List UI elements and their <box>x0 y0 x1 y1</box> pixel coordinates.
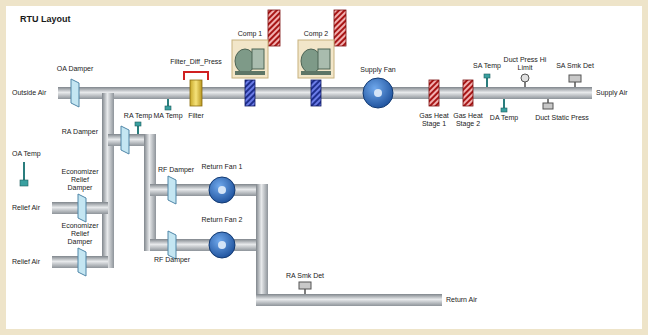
component-label: Relief Air <box>12 204 40 212</box>
component-label: RF Damper <box>154 256 190 264</box>
supply-duct <box>58 87 592 99</box>
condenser-coil <box>268 10 280 46</box>
background-panel <box>6 6 642 329</box>
component-label: Economizer Relief Damper <box>58 222 102 246</box>
sensors <box>24 77 504 180</box>
component-label: RA Damper <box>62 128 98 136</box>
component-label: Supply Air <box>596 89 628 97</box>
component-label: Gas Heat Stage 2 <box>452 112 484 128</box>
temp-sensor <box>503 99 505 109</box>
damper-symbol <box>168 176 176 204</box>
component-label: OA Temp <box>12 150 41 158</box>
fan-hub <box>218 241 226 249</box>
temp-sensor <box>137 125 139 134</box>
sensor-head <box>20 180 28 186</box>
heating-coil <box>463 80 473 106</box>
supply-fan-symbol <box>363 78 393 108</box>
sensor-head <box>501 108 507 112</box>
return-fan-symbol <box>209 177 235 203</box>
fan-hub <box>218 186 226 194</box>
fan-wheel <box>363 78 393 108</box>
component-label: Relief Air <box>12 258 40 266</box>
component-label: SA Temp <box>473 62 501 70</box>
component-label: Gas Heat Stage 1 <box>418 112 450 128</box>
pressure-switch <box>521 74 529 82</box>
sensor-head <box>484 74 490 78</box>
sensor-head <box>135 122 141 126</box>
damper-symbol <box>168 231 176 259</box>
cooling-coil <box>245 80 255 106</box>
compressor-housing <box>232 40 268 78</box>
filter-symbol <box>190 80 202 106</box>
temp-sensor <box>23 162 25 180</box>
pressure-bracket <box>184 72 208 80</box>
component-label: Duct Press Hi Limit <box>503 56 547 72</box>
detector-stem <box>574 82 576 87</box>
fan-hub <box>374 89 382 97</box>
compressor-head <box>252 49 264 69</box>
diagram-title: RTU Layout <box>20 14 71 24</box>
return-fan-symbol <box>209 232 235 258</box>
compressor-base <box>235 71 265 75</box>
component-label: Comp 2 <box>304 30 329 38</box>
smoke-detector <box>569 75 581 82</box>
compressor-housing <box>298 40 334 78</box>
component-label: Filter_Diff_Press <box>170 58 222 66</box>
damper-symbol <box>78 248 86 276</box>
relief-riser <box>102 93 114 268</box>
component-label: SA Smk Det <box>556 62 594 70</box>
component-label: RA Smk Det <box>286 272 324 280</box>
component-label: Comp 1 <box>238 30 263 38</box>
fan-wheel <box>209 177 235 203</box>
compressor-head <box>318 49 330 69</box>
component-label: Duct Static Press <box>535 114 589 122</box>
detector-stem <box>304 289 306 294</box>
cooling-coil <box>311 80 321 106</box>
compressor-symbol <box>232 40 268 78</box>
heating-coil <box>429 80 439 106</box>
ducts <box>52 87 592 306</box>
temp-sensor <box>486 77 488 87</box>
component-label: Outside Air <box>12 89 46 97</box>
gauge-stem <box>524 82 526 87</box>
component-label: Filter <box>188 112 204 120</box>
static-pressure-sensor <box>543 103 553 109</box>
sensor-stem <box>547 99 549 103</box>
damper-symbol <box>121 126 129 154</box>
damper-symbol <box>71 79 79 107</box>
return-air-duct <box>256 294 442 306</box>
component-label: Return Fan 2 <box>202 216 243 224</box>
damper-symbol <box>78 194 86 222</box>
component-label: MA Temp <box>153 112 182 120</box>
component-label: RA Temp <box>124 112 152 120</box>
return-drop <box>256 184 268 306</box>
component-label: Economizer Relief Damper <box>58 168 102 192</box>
smoke-detector <box>299 282 311 289</box>
component-label: Return Air <box>446 296 477 304</box>
component-label: RF Damper <box>158 166 194 174</box>
fan-wheel <box>209 232 235 258</box>
compressor-symbol <box>298 40 334 78</box>
component-label: OA Damper <box>57 65 94 73</box>
component-label: DA Temp <box>490 114 518 122</box>
compressor-base <box>301 71 331 75</box>
component-label: Return Fan 1 <box>202 163 243 171</box>
component-label: Supply Fan <box>360 66 395 74</box>
sensor-head <box>165 106 171 110</box>
condenser-coil <box>334 10 346 46</box>
